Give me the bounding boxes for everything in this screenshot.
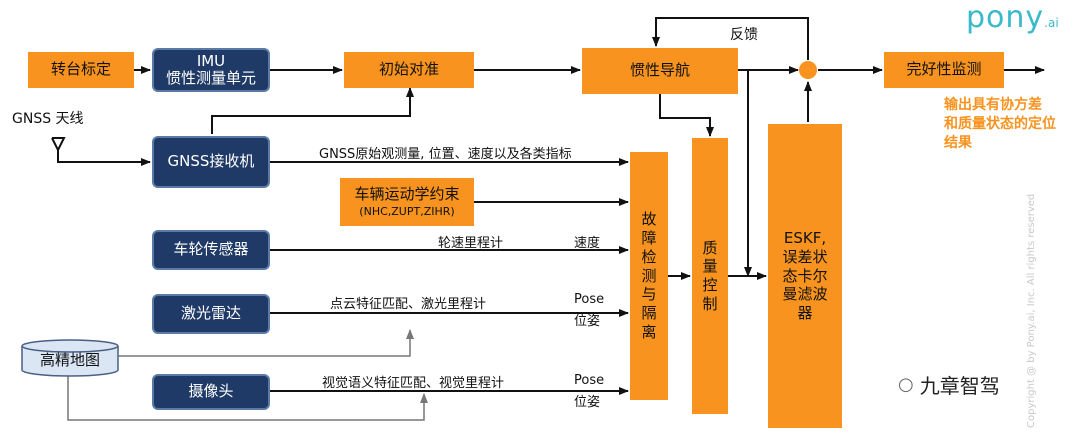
camera-pose-cn-label: 位姿 <box>574 395 601 410</box>
lidar-feature-label: 点云特征匹配、激光里程计 <box>330 297 487 312</box>
turntable-calibration-box: 转台标定 <box>28 52 134 88</box>
eskf-box: ESKF,误差状态卡尔曼滤波器 <box>768 124 842 428</box>
watermark: ○ 九章智驾 <box>898 374 1000 398</box>
inertial-navigation-box: 惯性导航 <box>582 48 738 94</box>
lidar-box: 激光雷达 <box>152 294 270 334</box>
lidar-pose-cn-label: 位姿 <box>574 314 601 329</box>
lidar-pose-label: Pose <box>574 292 605 307</box>
vehicle-kinematics-box: 车辆运动学约束 (NHC,ZUPT,ZIHR) <box>340 178 474 226</box>
output-note: 输出具有协方差 和质量状态的定位 结果 <box>944 97 1056 151</box>
camera-pose-label: Pose <box>574 373 605 388</box>
integrity-monitoring-box: 完好性监测 <box>884 52 1004 88</box>
feedback-label: 反馈 <box>730 27 758 43</box>
fusion-node <box>799 61 817 79</box>
wheel-odometry-label: 轮速里程计 <box>438 236 504 251</box>
pony-logo: pony.ai <box>966 0 1059 35</box>
speed-label: 速度 <box>574 236 601 251</box>
camera-box: 摄像头 <box>152 374 270 410</box>
fault-detection-box: 故障检测与隔离 <box>630 152 668 400</box>
gnss-antenna-label: GNSS 天线 <box>12 111 84 127</box>
wheel-sensor-box: 车轮传感器 <box>152 230 270 270</box>
wechat-icon: ○ <box>898 374 914 395</box>
hdmap-cylinder <box>21 339 119 377</box>
gnss-receiver-box: GNSS接收机 <box>152 136 270 188</box>
quality-control-box: 质量控制 <box>692 138 728 414</box>
copyright-text: Copyright @ by Pony.ai, Inc. All rights … <box>1026 193 1037 428</box>
hd-map-label: 高精地图 <box>39 351 100 370</box>
gnss-observation-label: GNSS原始观测量, 位置、速度以及各类指标 <box>319 147 572 162</box>
initial-alignment-box: 初始对准 <box>344 52 474 88</box>
camera-feature-label: 视觉语义特征匹配、视觉里程计 <box>322 376 505 391</box>
